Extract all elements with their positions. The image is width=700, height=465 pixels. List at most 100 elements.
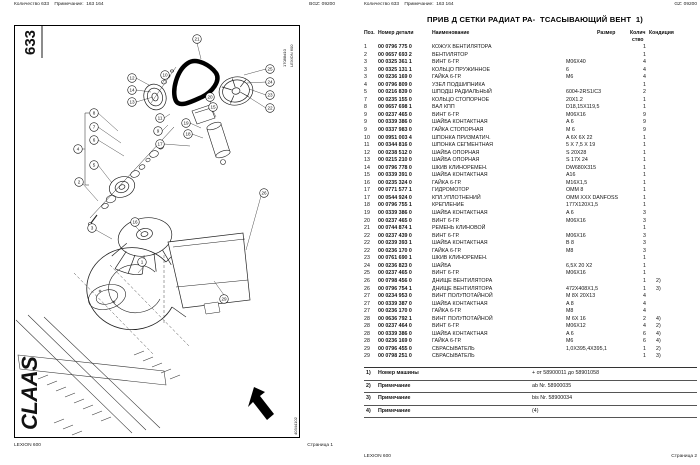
col-qty2: ство: [632, 36, 644, 43]
right-page-header: Количество 633 Примечание: 163 164: [364, 2, 454, 7]
callout-12: 12: [127, 73, 137, 83]
cell-pos: 20: [364, 217, 370, 224]
cell-part: 00 0236 170 0: [378, 247, 412, 254]
callout-1: 1: [137, 257, 147, 267]
cell-size: D18,15X119,5: [566, 104, 600, 111]
chassis-frame: [15, 255, 191, 436]
cell-part: 00 0236 170 0: [378, 308, 412, 315]
cell-qty: 1: [643, 164, 646, 171]
cell-name: ГАЙКА 6-ГР.: [432, 247, 462, 254]
cell-name: РЕМЕНЬ КЛИНОВОЙ: [432, 225, 486, 232]
cell-pos: 10: [364, 134, 370, 141]
cell-name: КПЛ.УПЛОТНЕНИЙ: [432, 194, 481, 201]
cell-part: 00 0216 839 0: [378, 89, 412, 96]
cell-size: M8: [566, 247, 574, 254]
cell-qty: 1: [643, 255, 646, 262]
cell-part: 00 0344 816 0: [378, 142, 412, 149]
figure-number: 633: [22, 30, 39, 55]
cell-size: 472X408X1,5: [566, 285, 599, 292]
cell-name: ГАЙКА СТОПОРНАЯ: [432, 127, 484, 134]
cell-qty: 1: [643, 285, 646, 292]
cell-cond: 4): [656, 338, 661, 345]
cell-size: M06X12: [566, 323, 586, 330]
callouts-layer: 2125242322121413101198765422015191817261…: [73, 34, 275, 304]
svg-text:16: 16: [132, 220, 138, 225]
cell-qty: 4: [643, 66, 646, 73]
cell-size: M6: [566, 74, 574, 81]
left-page-header: Количество 633 Примечание: 163 164: [14, 2, 104, 7]
cell-name: ШАЙБА КОНТАКТНАЯ: [432, 119, 488, 126]
cell-part: 00 0339 386 0: [378, 119, 412, 126]
cell-qty: 1: [643, 96, 646, 103]
cell-part: 00 0237 465 0: [378, 270, 412, 277]
cell-part: 00 0771 577 1: [378, 187, 412, 194]
cell-name: ШКИВ КЛИНОРЕМЕН.: [432, 164, 488, 171]
cell-pos: 28: [364, 323, 370, 330]
cell-pos: 22: [364, 240, 370, 247]
svg-text:12: 12: [129, 76, 135, 81]
col-name: Наименование: [432, 30, 470, 36]
cell-qty: 2: [643, 315, 646, 322]
cell-pos: 9: [364, 119, 367, 126]
note-value: bis Nr. 58900034: [532, 395, 573, 402]
cell-size: M06X16: [566, 270, 586, 277]
cell-pos: 22: [364, 247, 370, 254]
callout-11: 11: [155, 113, 165, 123]
cell-name: ГАЙКА 6-ГР.: [432, 308, 462, 315]
note-label: Примечание: [378, 407, 411, 414]
cell-part: 00 0237 439 0: [378, 232, 412, 239]
note-value: (4): [532, 407, 539, 414]
cell-part: 00 0235 324 0: [378, 179, 412, 186]
hydraulic-motor: [191, 104, 231, 165]
callout-14: 14: [127, 85, 137, 95]
cell-name: КОЛЬЦО ПРУЖИННОЕ: [432, 66, 491, 73]
cell-pos: 28: [364, 338, 370, 345]
cell-name: ГИДРОМОТОР: [432, 187, 469, 194]
callout-2: 2: [74, 177, 84, 187]
right-page-footer-model: LEXION 600: [364, 454, 391, 459]
cell-pos: 28: [364, 330, 370, 337]
cell-part: 00 0951 003 4: [378, 134, 412, 141]
svg-text:11: 11: [158, 116, 163, 121]
callout-24: 24: [265, 77, 275, 87]
col-pos: Поз.: [364, 30, 375, 36]
cell-qty: 4: [643, 323, 646, 330]
cell-size: S 20X28: [566, 149, 587, 156]
left-page-footer-model: LEXION 600: [14, 443, 41, 448]
cell-size: S 17X 24: [566, 157, 588, 164]
cell-qty: 3: [643, 232, 646, 239]
cell-size: M06X40: [566, 59, 586, 66]
cell-part: 00 0796 778 0: [378, 164, 412, 171]
cell-name: ШПОДШ РАДИАЛЬНЫЙ: [432, 89, 492, 96]
cell-size: 6004-2RS1/C3: [566, 89, 602, 96]
cell-qty: 1: [643, 157, 646, 164]
callout-3: 3: [87, 223, 97, 233]
cell-size: M8: [566, 308, 574, 315]
cell-name: КРЕПЛЕНИЕ: [432, 202, 465, 209]
cell-qty: 1: [643, 44, 646, 50]
cell-pos: 21: [364, 225, 370, 232]
cell-part: 00 0636 792 1: [378, 315, 412, 322]
svg-text:2: 2: [78, 180, 81, 185]
callout-6: 6: [89, 135, 99, 145]
cell-qty: 1: [643, 225, 646, 232]
cell-name: ГАЙКА 6-ГР.: [432, 74, 462, 81]
cell-qty: 9: [643, 111, 646, 118]
cell-pos: 26: [364, 277, 370, 284]
cell-qty: 3: [643, 247, 646, 254]
cell-part: 00 0237 465 0: [378, 111, 412, 118]
callout-5: 5: [89, 160, 99, 170]
svg-text:23: 23: [267, 93, 273, 98]
svg-text:22: 22: [267, 106, 273, 111]
callout-22: 22: [265, 103, 275, 113]
note-ref: 2): [366, 382, 371, 389]
